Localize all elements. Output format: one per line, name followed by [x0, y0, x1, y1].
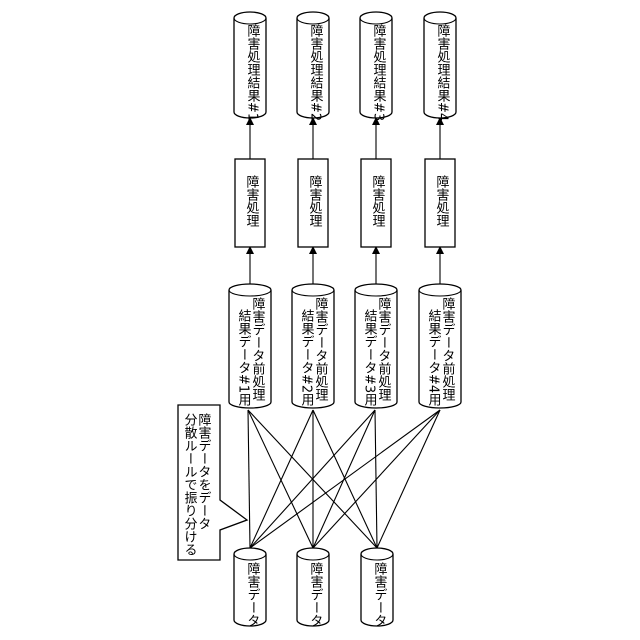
preprocessed-line2-2: 結果データ#2用: [299, 309, 315, 408]
process-box-2[interactable]: 障害処理: [298, 159, 328, 247]
process-label-4: 障害処理: [434, 175, 450, 227]
edge-src3-pre4: [377, 410, 440, 548]
preprocessed-cylinder-2[interactable]: 障害データ前処理 結果データ#2用: [292, 284, 334, 408]
process-box-1[interactable]: 障害処理: [235, 159, 265, 247]
preprocessed-cylinder-3[interactable]: 障害データ前処理 結果データ#3用: [355, 284, 397, 408]
source-label-1: 障害データ: [245, 562, 261, 627]
distribution-edges: [248, 410, 440, 548]
process-box-4[interactable]: 障害処理: [425, 159, 455, 247]
preprocessed-line2-1: 結果データ#1用: [236, 309, 252, 408]
preprocessed-line1-1: 障害データ前処理: [250, 297, 266, 401]
source-cylinder-1[interactable]: 障害データ: [234, 548, 266, 627]
result-cylinder-1[interactable]: 障害処理結果#1: [234, 12, 266, 121]
distribution-callout: 障害データをデータ 分散ルールで振り分ける: [178, 405, 247, 560]
preprocessed-line1-4: 障害データ前処理: [440, 297, 456, 401]
callout-line2: 分散ルールで振り分ける: [182, 413, 198, 556]
process-box-3[interactable]: 障害処理: [361, 159, 391, 247]
source-cylinder-3[interactable]: 障害データ: [361, 548, 393, 627]
result-label-1: 障害処理結果#1: [245, 24, 261, 121]
source-cylinder-2[interactable]: 障害データ: [297, 548, 329, 627]
source-label-2: 障害データ: [308, 562, 324, 627]
preprocessed-line2-3: 結果データ#3用: [362, 309, 378, 408]
result-cylinder-4[interactable]: 障害処理結果#4: [424, 12, 456, 121]
result-cylinder-3[interactable]: 障害処理結果#3: [360, 12, 392, 121]
process-label-1: 障害処理: [244, 175, 260, 227]
callout-line1: 障害データをデータ: [196, 413, 212, 530]
flow-arrows: [250, 118, 440, 290]
preprocessed-line2-4: 結果データ#4用: [426, 309, 442, 408]
process-label-2: 障害処理: [307, 175, 323, 227]
source-label-3: 障害データ: [372, 562, 388, 627]
preprocessed-line1-3: 障害データ前処理: [376, 297, 392, 401]
result-cylinder-2[interactable]: 障害処理結果#2: [297, 12, 329, 121]
preprocessed-cylinder-4[interactable]: 障害データ前処理 結果データ#4用: [419, 284, 461, 408]
preprocessed-cylinder-1[interactable]: 障害データ前処理 結果データ#1用: [229, 284, 271, 408]
preprocessed-line1-2: 障害データ前処理: [313, 297, 329, 401]
process-label-3: 障害処理: [370, 175, 386, 227]
result-label-3: 障害処理結果#3: [371, 24, 387, 121]
edge-src1-pre1: [248, 410, 250, 548]
result-label-4: 障害処理結果#4: [435, 24, 451, 121]
result-label-2: 障害処理結果#2: [308, 24, 324, 121]
